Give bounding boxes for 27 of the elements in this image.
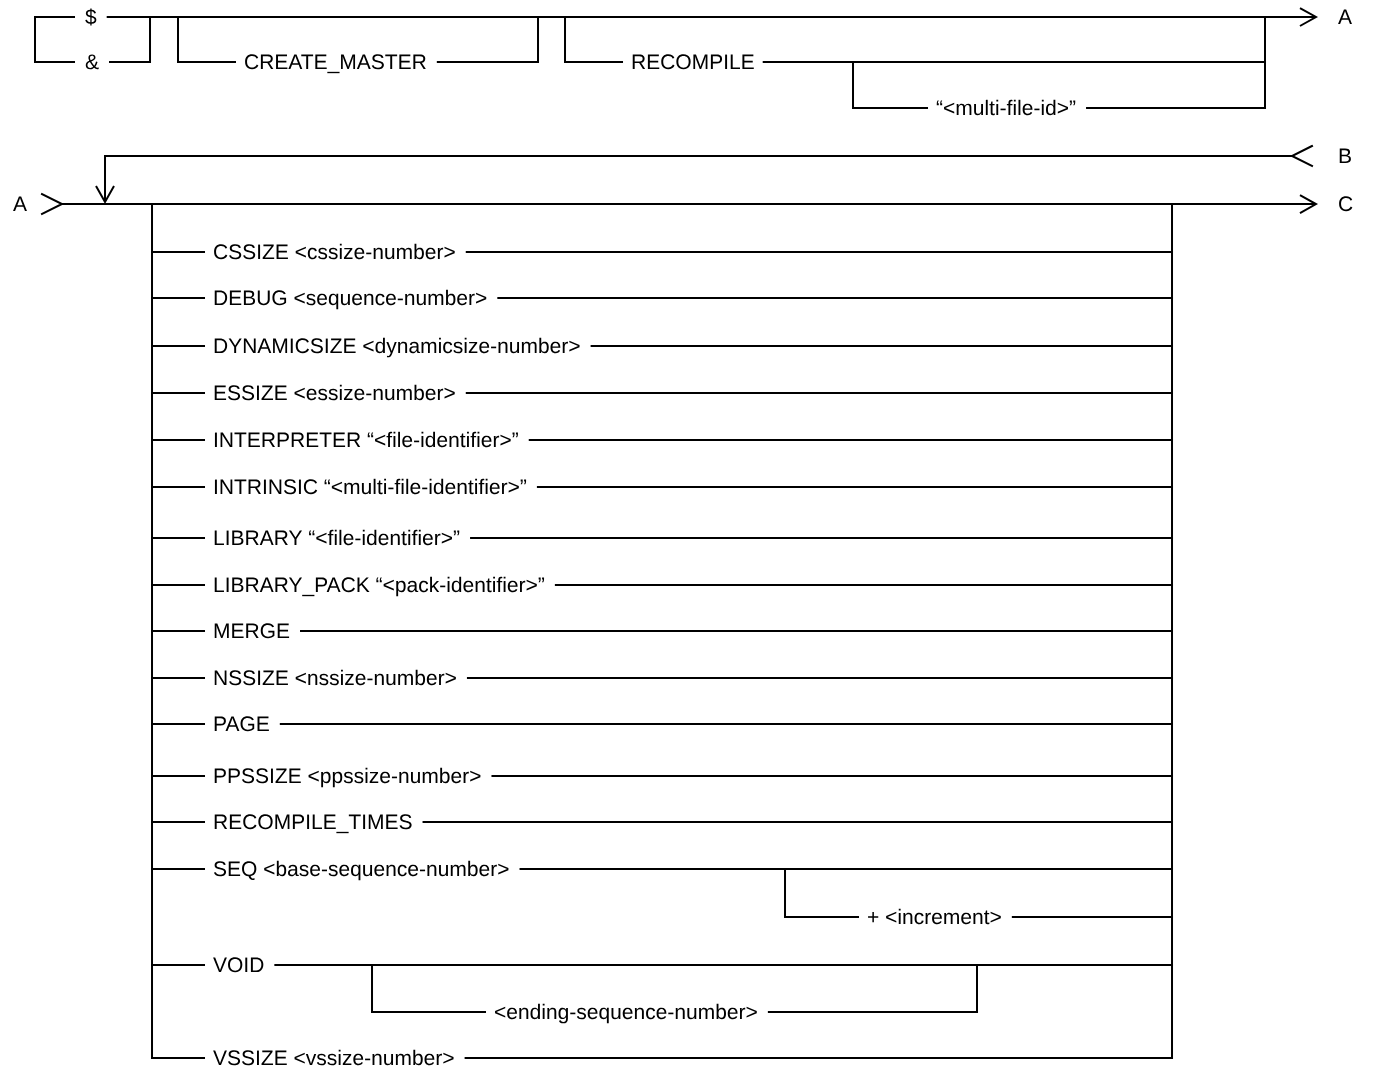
syntax-term: ESSIZE <essize-number>	[214, 384, 455, 401]
syntax-term: DEBUG <sequence-number>	[214, 289, 487, 310]
syntax-term: DYNAMICSIZE <dynamicsize-number>	[214, 337, 580, 358]
syntax-term: $	[85, 8, 97, 26]
syntax-term: <ending-sequence-number>	[495, 1003, 757, 1024]
syntax-term: LIBRARY “<file-identifier>”	[214, 529, 460, 546]
syntax-term: &	[85, 54, 99, 70]
syntax-term: + <increment>	[868, 908, 1001, 925]
syntax-term: VSSIZE <vssize-number>	[213, 1049, 454, 1066]
connector-letter: C	[1339, 196, 1353, 212]
connector-letter: B	[1339, 148, 1351, 163]
syntax-term: INTRINSIC “<multi-file-identifier>”	[214, 478, 527, 495]
connector-letter: A	[13, 196, 27, 211]
syntax-term: INTERPRETER “<file-identifier>”	[214, 431, 518, 448]
syntax-term: CSSIZE <cssize-number>	[214, 243, 455, 260]
syntax-term: RECOMPILE_TIMES	[214, 814, 412, 834]
syntax-term: VOID	[213, 957, 264, 973]
syntax-term: PPSSIZE <ppssize-number>	[214, 767, 481, 788]
syntax-term: RECOMPILE	[632, 54, 754, 70]
syntax-term: “<multi-file-id>”	[936, 99, 1076, 116]
syntax-term: CREATE_MASTER	[245, 54, 426, 74]
syntax-term: PAGE	[214, 716, 269, 732]
syntax-term: SEQ <base-sequence-number>	[213, 860, 509, 881]
syntax-term: MERGE	[214, 623, 290, 639]
syntax-term: LIBRARY_PACK “<pack-identifier>”	[214, 576, 545, 597]
syntax-term: NSSIZE <nssize-number>	[214, 669, 456, 686]
connector-letter: A	[1338, 9, 1352, 24]
